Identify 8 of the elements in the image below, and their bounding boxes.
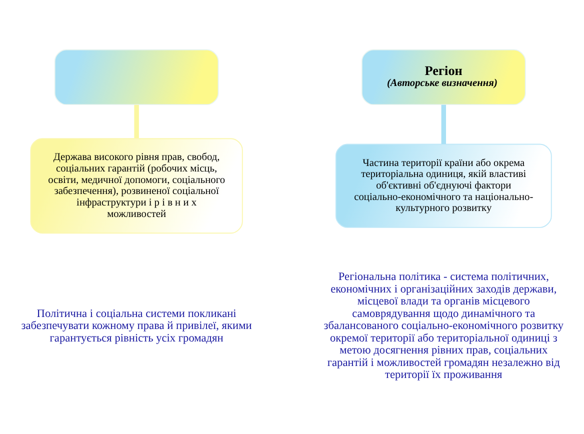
- node-box: Частина території країни або окрема територіальна одиниця, якій властиві об'єктивні об'єднуючі фактори соціально-економічного та національно-культурного розвитку: [335, 143, 552, 228]
- node-box: [54, 48, 219, 105]
- node-box: Регіон (Авторське визначення): [361, 48, 526, 105]
- label: Регіональна політика - система політичних, економічних і організаційних заходів держави, місцевої влади та органів місцевого самоврядування щодо динамічного та збалансованого соціально-економічного розвитку окремої території або територіальної одиниці з метою досягнення рівних прав, соціальних гарантій і можливостей громадян незалежно від території їх проживання: [324, 270, 564, 381]
- node-box: Держава високого рівня прав, свобод, соціальних гарантій (робочих місць, освіти, медичної допомоги, соціального забезпечення), розвиненої соціальної інфраструктури і р і в н и х можливостей: [30, 138, 243, 234]
- connector: [441, 104, 446, 144]
- label: Політична і соціальна системи покликані забезпечувати кожному права й привілеї, якими гарантується рівність усіх громадян: [21, 307, 252, 344]
- connector: [134, 104, 139, 138]
